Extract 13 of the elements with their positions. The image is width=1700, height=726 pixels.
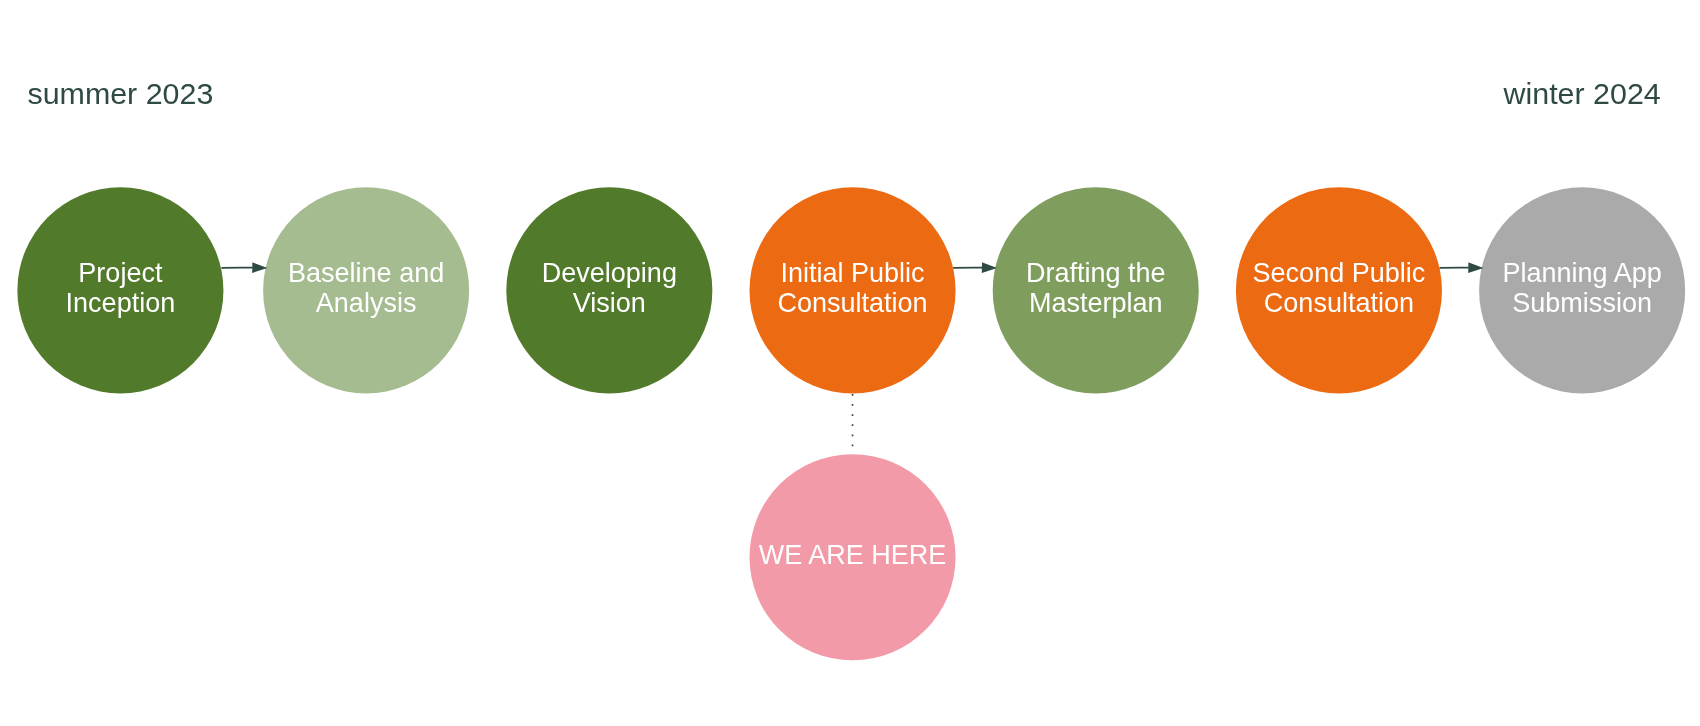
node-circle: Baseline and Analysis [263,187,470,394]
arrow [1438,262,1484,273]
node-circle: WE ARE HERE [749,454,956,661]
node-circle: Initial Public Consultation [749,187,956,394]
node-circle: Project Inception [17,187,224,394]
node-circle: Second Public Consultation [1235,187,1442,394]
label: summer 2023 [27,75,214,110]
label: winter 2024 [1503,75,1661,110]
arrow [952,262,998,273]
node-circle: Developing Vision [506,187,713,394]
arrow [220,262,268,273]
node-circle: Drafting the Masterplan [992,187,1199,394]
node-circle: Planning App Submission [1479,187,1686,394]
